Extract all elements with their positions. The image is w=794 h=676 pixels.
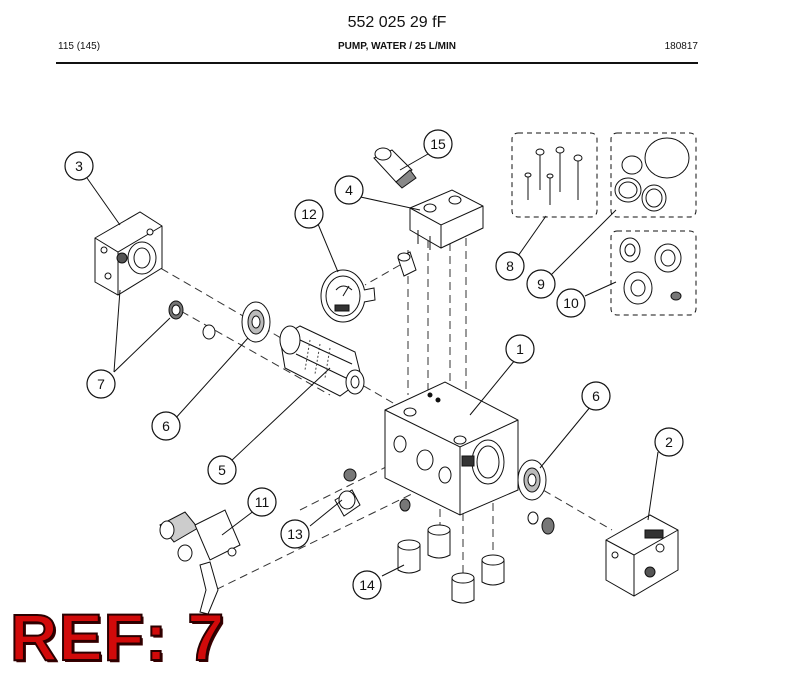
callout-14: 14 [359, 577, 375, 593]
fitting-left [168, 300, 216, 340]
inlet-fitting [334, 468, 411, 517]
callout-3: 3 [75, 158, 83, 174]
callout-2: 2 [665, 434, 673, 450]
piston-cartridge [279, 325, 365, 397]
manifold-block [409, 189, 484, 250]
reference-label: REF: 7 [9, 600, 226, 674]
leader-lines [86, 149, 659, 577]
o-ring-kit [610, 132, 697, 218]
callout-15: 15 [430, 136, 446, 152]
screw-kit [511, 132, 598, 218]
callout-7: 7 [97, 376, 105, 392]
seal-right [517, 459, 547, 501]
callout-11: 11 [255, 494, 270, 510]
unloader-valve [159, 509, 241, 615]
callout-6-right: 6 [592, 388, 600, 404]
callout-6-left: 6 [162, 418, 170, 434]
section-title: PUMP, WATER / 25 L/MIN [338, 41, 456, 52]
callout-1: 1 [516, 341, 524, 357]
page-number: 115 (145) [58, 41, 101, 52]
date-code: 180817 [664, 41, 698, 52]
callout-13: 13 [287, 526, 303, 542]
callout-5: 5 [218, 462, 226, 478]
callout-12: 12 [301, 206, 317, 222]
elbow-fitting [397, 251, 417, 277]
end-cover-left [94, 211, 163, 296]
plug-fitting [373, 147, 417, 189]
header-rule [56, 62, 698, 64]
pressure-gauge-icon [320, 269, 376, 323]
callout-labels: 1 2 3 4 5 6 6 7 8 9 10 11 12 13 14 15 [75, 136, 673, 593]
callout-9: 9 [537, 276, 545, 292]
callout-8: 8 [506, 258, 514, 274]
valve-cups [397, 524, 505, 604]
seal-left [241, 301, 271, 343]
pump-housing [384, 381, 519, 516]
end-cover-right [605, 514, 679, 597]
callout-4: 4 [345, 182, 353, 198]
callout-10: 10 [563, 295, 579, 311]
bearing-kit [610, 230, 697, 316]
fitting-right [527, 511, 555, 535]
callout-circles [64, 129, 684, 600]
part-number-title: 552 025 29 fF [347, 14, 447, 31]
